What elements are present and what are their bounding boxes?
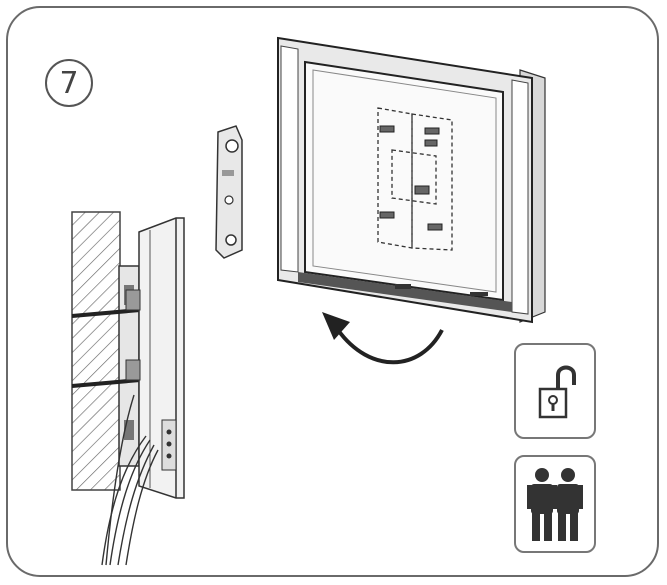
tv-side-view (125, 217, 185, 499)
unlock-padlock-icon (538, 365, 576, 419)
vesa-mount-plate (377, 107, 453, 251)
wall-section (71, 211, 121, 491)
tv-bracket-arm (215, 125, 243, 259)
tv-front-view (277, 36, 546, 324)
two-persons-icon (527, 468, 583, 541)
rotate-arrow (322, 312, 444, 365)
wall-bolts (71, 308, 141, 388)
unlock-icon-box (514, 343, 596, 439)
cables (101, 394, 159, 566)
mount-screws (379, 125, 443, 231)
two-persons-icon-box (514, 455, 596, 553)
step-number-badge: 7 (45, 59, 93, 107)
